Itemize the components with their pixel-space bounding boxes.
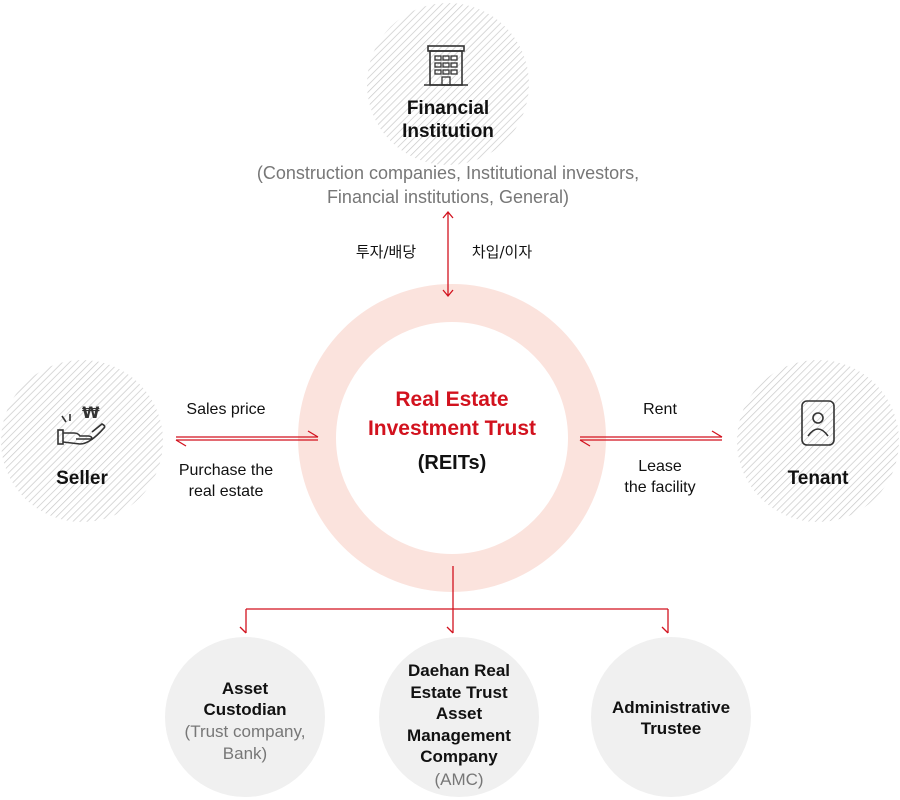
seller-top-arrowhead (307, 430, 319, 438)
asset-custodian-subtitle: (Trust company, Bank) (184, 722, 306, 763)
amc-title: Daehan Real Estate Trust Asset Managemen… (407, 661, 511, 766)
lease-facility-label: Lease the facility (624, 458, 696, 496)
amc-circle (379, 637, 539, 797)
seller-title: Seller (56, 468, 108, 489)
tree-right-arrowhead (661, 626, 669, 634)
building-icon (424, 45, 468, 86)
reits-subtitle: (REITs) (417, 452, 487, 474)
purchase-real-estate-label: Purchase the real estate (178, 462, 274, 500)
financial-institution-title: Financial Institution (402, 98, 494, 142)
seller-bottom-arrowhead (175, 439, 187, 447)
reits-ring (298, 284, 606, 592)
person-card-icon (801, 400, 835, 446)
financial-institution-circle (367, 3, 529, 165)
sales-price-label: Sales price (186, 401, 266, 418)
svg-text:₩: ₩ (82, 403, 100, 422)
hand-money-icon: ₩ (57, 403, 106, 445)
tenant-bottom-arrowhead (579, 439, 591, 447)
connectors (175, 210, 723, 634)
asset-custodian-title: Asset Custodian (203, 679, 287, 719)
borrow-interest-label: 차입/이자 (471, 243, 533, 261)
financial-institution-subtitle: (Construction companies, Institutional i… (256, 163, 640, 207)
tree-left-arrowhead (239, 626, 247, 634)
tenant-title: Tenant (787, 468, 849, 489)
tenant-top-arrowhead (711, 430, 723, 438)
asset-custodian-circle (165, 637, 325, 797)
financial-arrow-down (442, 289, 454, 298)
reits-title: Real Estate Investment Trust (367, 388, 537, 440)
tree-middle-arrowhead (446, 626, 454, 634)
seller-circle (1, 360, 163, 522)
administrative-trustee-circle (591, 637, 751, 797)
financial-arrow-up (442, 210, 454, 219)
administrative-trustee-title: Administrative Trustee (611, 698, 731, 738)
tenant-circle (737, 360, 899, 522)
rent-label: Rent (643, 401, 677, 418)
amc-subtitle: (AMC) (434, 770, 484, 789)
invest-dividend-label: 투자/배당 (355, 243, 417, 261)
